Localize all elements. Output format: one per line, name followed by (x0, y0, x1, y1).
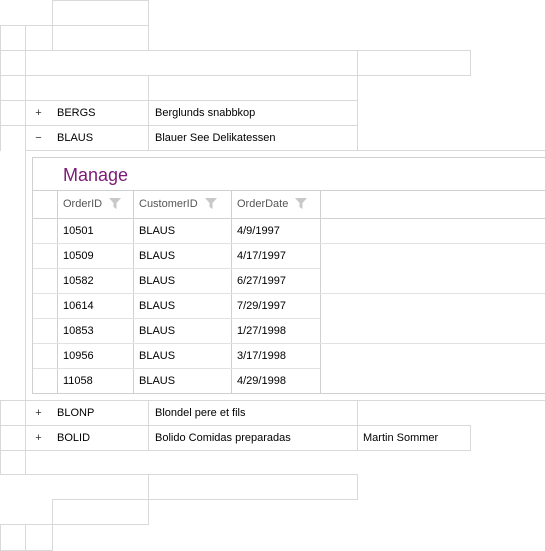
order-date-cell: 1/27/1998 (237, 325, 286, 337)
customer-id-cell: BLAUS (57, 132, 94, 144)
customer-id-cell: BLAUS (139, 300, 176, 312)
row-divider (33, 343, 545, 344)
order-date-cell: 7/29/1997 (237, 300, 286, 312)
order-date-cell: 4/9/1997 (237, 225, 280, 237)
customer-id-cell: BLAUS (139, 250, 176, 262)
filter-icon[interactable] (109, 197, 122, 209)
column-header-label: OrderID (63, 198, 103, 210)
detail-grid: Manage OrderID CustomerID OrderDate 1050… (32, 157, 545, 394)
order-date-cell: 3/17/1998 (237, 350, 286, 362)
row-divider (33, 368, 320, 369)
column-header-customerid[interactable]: CustomerID (139, 191, 217, 219)
order-id-cell: 10582 (63, 275, 94, 287)
company-name-cell: Blondel pere et fils (155, 407, 246, 419)
row-divider (33, 293, 545, 294)
order-id-cell: 10509 (63, 250, 94, 262)
order-id-cell: 10853 (63, 325, 94, 337)
table-row[interactable]: 10853 BLAUS 1/27/1998 (33, 319, 545, 344)
column-header-label: OrderDate (237, 198, 289, 210)
detail-grid-title: Manage (63, 165, 129, 185)
order-id-cell: 10956 (63, 350, 94, 362)
row-divider (33, 243, 545, 244)
column-header-orderid[interactable]: OrderID (63, 191, 122, 219)
order-date-cell: 4/17/1997 (237, 250, 286, 262)
master-row[interactable]: + BLONP Blondel pere et fils (0, 401, 358, 426)
filter-icon[interactable] (204, 197, 217, 209)
master-row-expanded[interactable]: − BLAUS Blauer See Delikatessen (0, 126, 358, 151)
column-header-orderdate[interactable]: OrderDate (237, 191, 308, 219)
company-name-cell: Bolido Comidas preparadas (155, 432, 291, 444)
customer-id-cell: BOLID (57, 432, 91, 444)
customer-id-cell: BLAUS (139, 375, 176, 387)
expand-icon[interactable]: + (35, 432, 42, 444)
column-header-label: CustomerID (139, 198, 198, 210)
order-id-cell: 10501 (63, 225, 94, 237)
company-name-cell: Blauer See Delikatessen (155, 132, 276, 144)
contact-name-cell: Martin Sommer (363, 432, 439, 444)
table-row[interactable]: 10956 BLAUS 3/17/1998 (33, 344, 545, 369)
row-divider (33, 318, 320, 319)
customer-id-cell: BERGS (57, 107, 96, 119)
order-date-cell: 4/29/1998 (237, 375, 286, 387)
master-row[interactable]: + BOLID Bolido Comidas preparadas Martin… (0, 426, 471, 451)
table-row[interactable]: 10582 BLAUS 6/27/1997 (33, 269, 545, 294)
expand-icon[interactable]: + (35, 407, 42, 419)
master-row[interactable]: + BERGS Berglunds snabbkop (0, 101, 358, 126)
customer-id-cell: BLAUS (139, 350, 176, 362)
order-id-cell: 10614 (63, 300, 94, 312)
customer-id-cell: BLAUS (139, 275, 176, 287)
company-name-cell: Berglunds snabbkop (155, 107, 256, 119)
table-row[interactable]: 10614 BLAUS 7/29/1997 (33, 294, 545, 319)
filter-icon[interactable] (295, 197, 308, 209)
expand-icon[interactable]: + (35, 107, 42, 119)
row-divider (33, 268, 320, 269)
table-row[interactable]: 11058 BLAUS 4/29/1998 (33, 369, 545, 394)
order-date-cell: 6/27/1997 (237, 275, 286, 287)
collapse-icon[interactable]: − (35, 132, 42, 144)
customer-id-cell: BLONP (57, 407, 95, 419)
order-id-cell: 11058 (63, 375, 93, 387)
customer-id-cell: BLAUS (139, 225, 176, 237)
customer-id-cell: BLAUS (139, 325, 176, 337)
table-row[interactable]: 10509 BLAUS 4/17/1997 (33, 244, 545, 269)
table-row[interactable]: 10501 BLAUS 4/9/1997 (33, 219, 545, 244)
